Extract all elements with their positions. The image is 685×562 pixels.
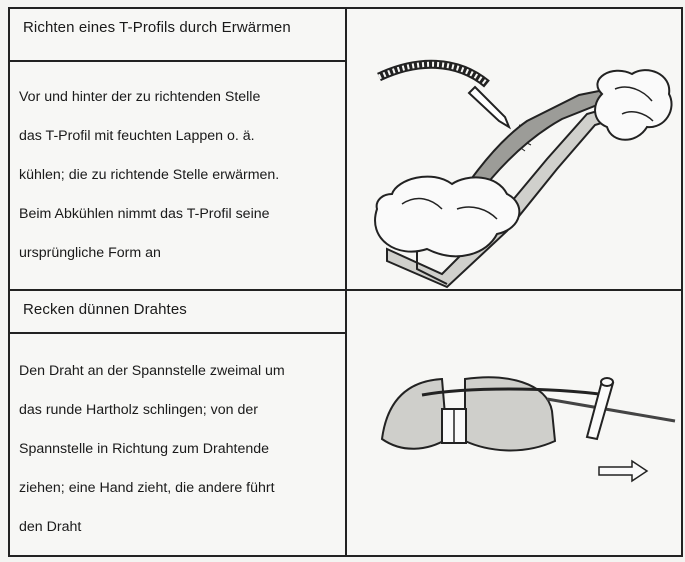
text-line: Beim Abkühlen nimmt das T-Profil seine [19, 205, 270, 222]
text-line: ursprüngliche Form an [19, 244, 161, 261]
section-divider [10, 289, 681, 291]
column-divider [345, 9, 347, 555]
text-line: Den Draht an der Spannstelle zweimal um [19, 362, 285, 379]
text-line: das T-Profil mit feuchten Lappen o. ä. [19, 127, 255, 144]
section-title-t-profile: Richten eines T-Profils durch Erwärmen [23, 19, 291, 36]
vise-jaw-left [380, 377, 449, 450]
text-line: das runde Hartholz schlingen; von der [19, 401, 258, 418]
vise-jaw-right [464, 376, 557, 452]
text-line: Vor und hinter der zu richtenden Stelle [19, 88, 261, 105]
text-line: ziehen; eine Hand zieht, die andere führ… [19, 479, 275, 496]
section-text-t-profile: Vor und hinter der zu richtenden Stelle … [19, 68, 341, 283]
torch-nozzle-icon [467, 85, 512, 130]
section-text-wire: Den Draht an der Spannstelle zweimal um … [19, 342, 341, 557]
row-divider [10, 60, 346, 62]
row-divider [10, 332, 346, 334]
round-hardwood-rod-icon [585, 377, 615, 441]
section-title-wire: Recken dünnen Drahtes [23, 301, 187, 318]
t-profile-heating-illustration [347, 9, 683, 289]
text-line: kühlen; die zu richtende Stelle erwärmen… [19, 166, 280, 183]
instruction-table: Richten eines T-Profils durch Erwärmen V… [8, 7, 683, 557]
text-line: den Draht [19, 518, 82, 535]
wire-stretching-illustration [347, 291, 683, 557]
pull-direction-arrow-icon [598, 459, 649, 483]
wet-rag-right [594, 69, 673, 141]
wire [421, 387, 608, 397]
text-line: Spannstelle in Richtung zum Drahtende [19, 440, 270, 457]
wet-rag-left [374, 175, 521, 258]
